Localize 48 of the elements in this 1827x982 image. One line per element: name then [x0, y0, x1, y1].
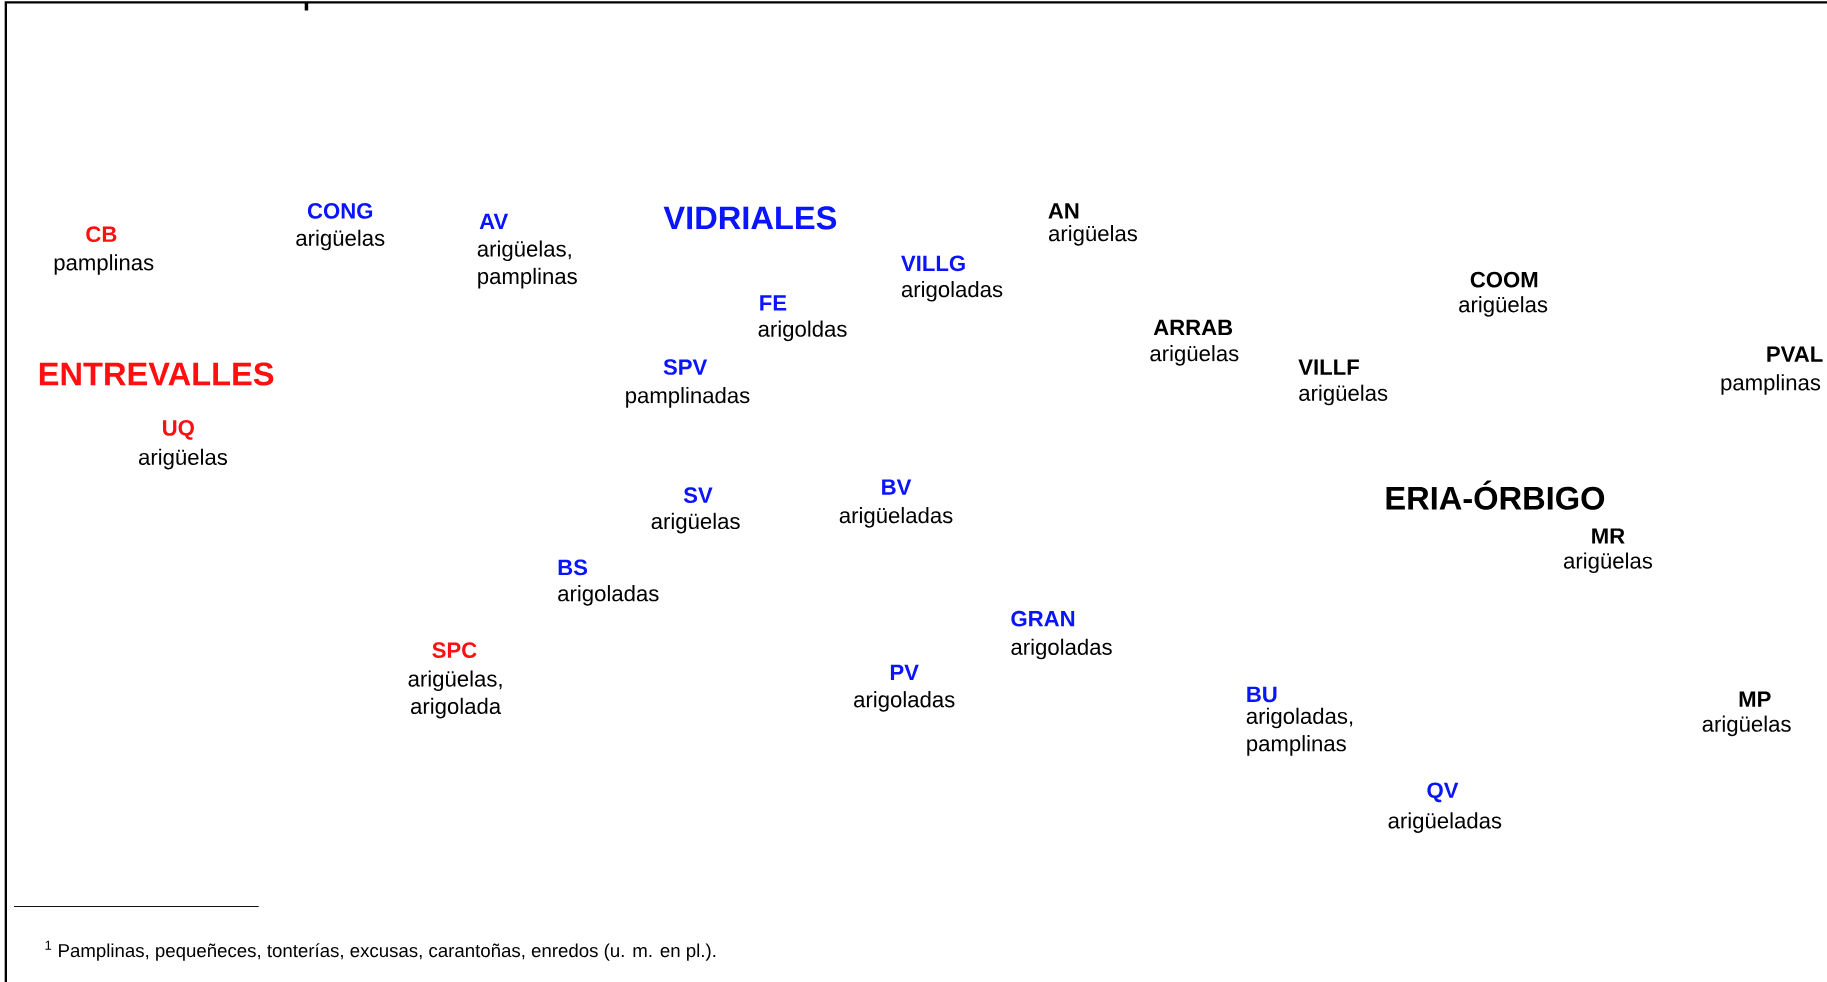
site-code: BS — [558, 559, 588, 576]
dialect-word: arigüelas — [1702, 715, 1791, 737]
dialect-word: pamplinas — [1721, 374, 1821, 395]
dialect-word: arigoladas — [901, 280, 1003, 302]
region-name: VIDRIALES — [663, 206, 837, 230]
dialect-word: arigoladas — [854, 691, 955, 712]
site-code: BU — [1247, 686, 1277, 703]
dialect-word: arigüelas — [1150, 344, 1239, 366]
dialect-word: arigüelas, arigolada — [408, 670, 502, 719]
site-code: SV — [683, 487, 713, 503]
site-code: PV — [890, 664, 919, 680]
dialect-word: arigüeladas — [1388, 812, 1502, 833]
dialect-word: arigüelas — [1048, 224, 1138, 246]
dialect-word: arigüelas — [1299, 384, 1388, 406]
site-code: SPV — [663, 359, 708, 375]
site-code: VILLF — [1298, 359, 1359, 375]
region-name: ENTREVALLES — [39, 362, 274, 386]
site-code: GRAN — [1011, 610, 1075, 627]
site-code: MR — [1592, 528, 1625, 544]
region-name: ERIA-ÓRBIGO — [1386, 480, 1605, 510]
site-code: VILLG — [901, 255, 965, 272]
dialect-word: arigüelas — [296, 229, 385, 251]
dialect-word: arigoldas — [758, 320, 847, 342]
dialect-word: pamplinas — [54, 254, 154, 275]
site-code: FE — [760, 295, 787, 311]
footnote: $^{1}$ Pamplinas, pequeñeces, tonterías, excusas, carantoñas, enredos (u. m. en pl.). — [45, 940, 716, 961]
dialect-word: arigüeladas — [839, 506, 953, 528]
site-code: AN — [1048, 203, 1079, 219]
dialect-word: arigüelas — [1459, 296, 1548, 317]
site-code: SPC — [432, 642, 477, 658]
dialect-word: arigüelas — [651, 512, 740, 534]
dialect-word: pamplinadas — [626, 386, 750, 408]
site-code: CB — [86, 226, 117, 242]
dialect-word: arigoladas — [1011, 638, 1112, 660]
dialect-word: arigüelas, pamplinas — [477, 240, 577, 289]
dialect-word: arigoladas, pamplinas — [1246, 707, 1353, 756]
site-code: BV — [882, 479, 912, 495]
site-code: UQ — [163, 419, 194, 440]
site-code: PVAL — [1767, 346, 1823, 362]
site-code: COOM — [1470, 271, 1538, 288]
site-code: QV — [1427, 782, 1459, 803]
site-code: CONG — [307, 202, 373, 219]
dialect-word: arigoladas — [558, 585, 659, 606]
site-code: AV — [479, 213, 509, 229]
dialect-word: arigüelas — [138, 448, 228, 470]
dialect-word: arigüelas — [1563, 552, 1653, 573]
site-code: ARRAB — [1153, 319, 1233, 335]
site-code: MP — [1739, 691, 1771, 707]
